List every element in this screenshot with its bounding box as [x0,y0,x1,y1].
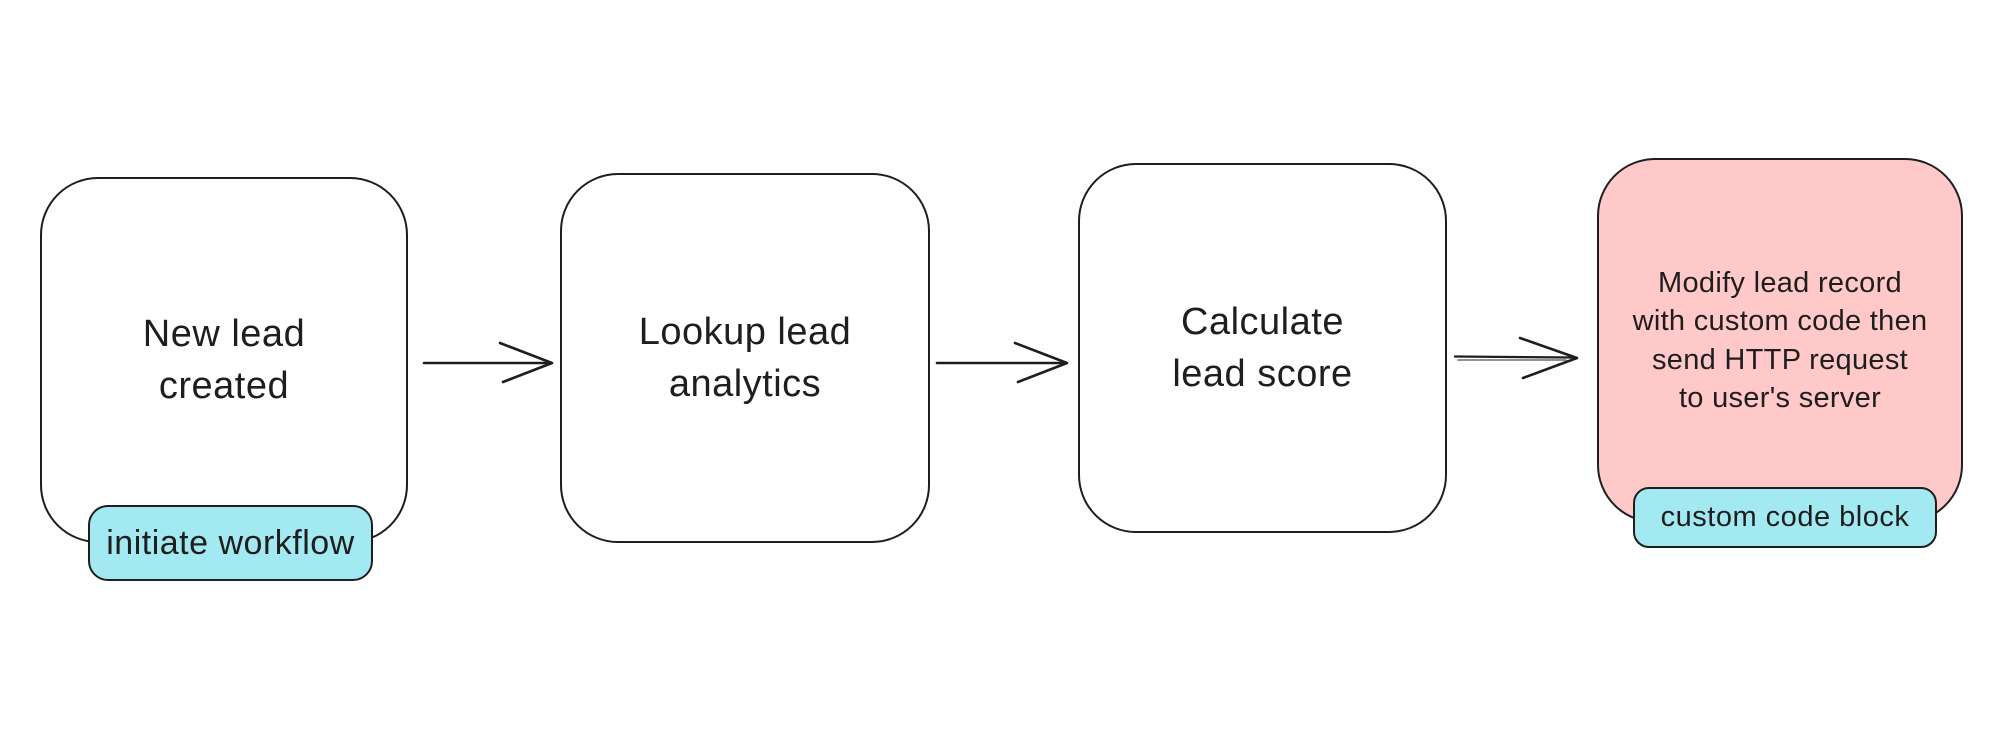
badge-initiate-workflow[interactable]: initiate workflow [88,505,373,581]
node-new-lead-created[interactable]: New lead created [40,177,408,543]
arrow-connector-3[interactable] [1450,330,1585,388]
badge-custom-code-block[interactable]: custom code block [1633,487,1937,548]
node-label: Modify lead record with custom code then… [1632,266,1928,414]
node-calculate-lead-score[interactable]: Calculate lead score [1078,163,1447,533]
node-label: Lookup lead analytics [638,310,852,405]
node-lookup-lead-analytics[interactable]: Lookup lead analytics [560,173,930,543]
node-modify-lead-record[interactable]: Modify lead record with custom code then… [1597,158,1963,523]
arrow-connector-1[interactable] [420,335,560,391]
arrow-connector-2[interactable] [933,335,1073,391]
badge-label: custom code block [1660,501,1910,533]
badge-label: initiate workflow [106,523,355,562]
node-label: Calculate lead score [1172,300,1353,395]
node-label: New lead created [142,312,306,407]
